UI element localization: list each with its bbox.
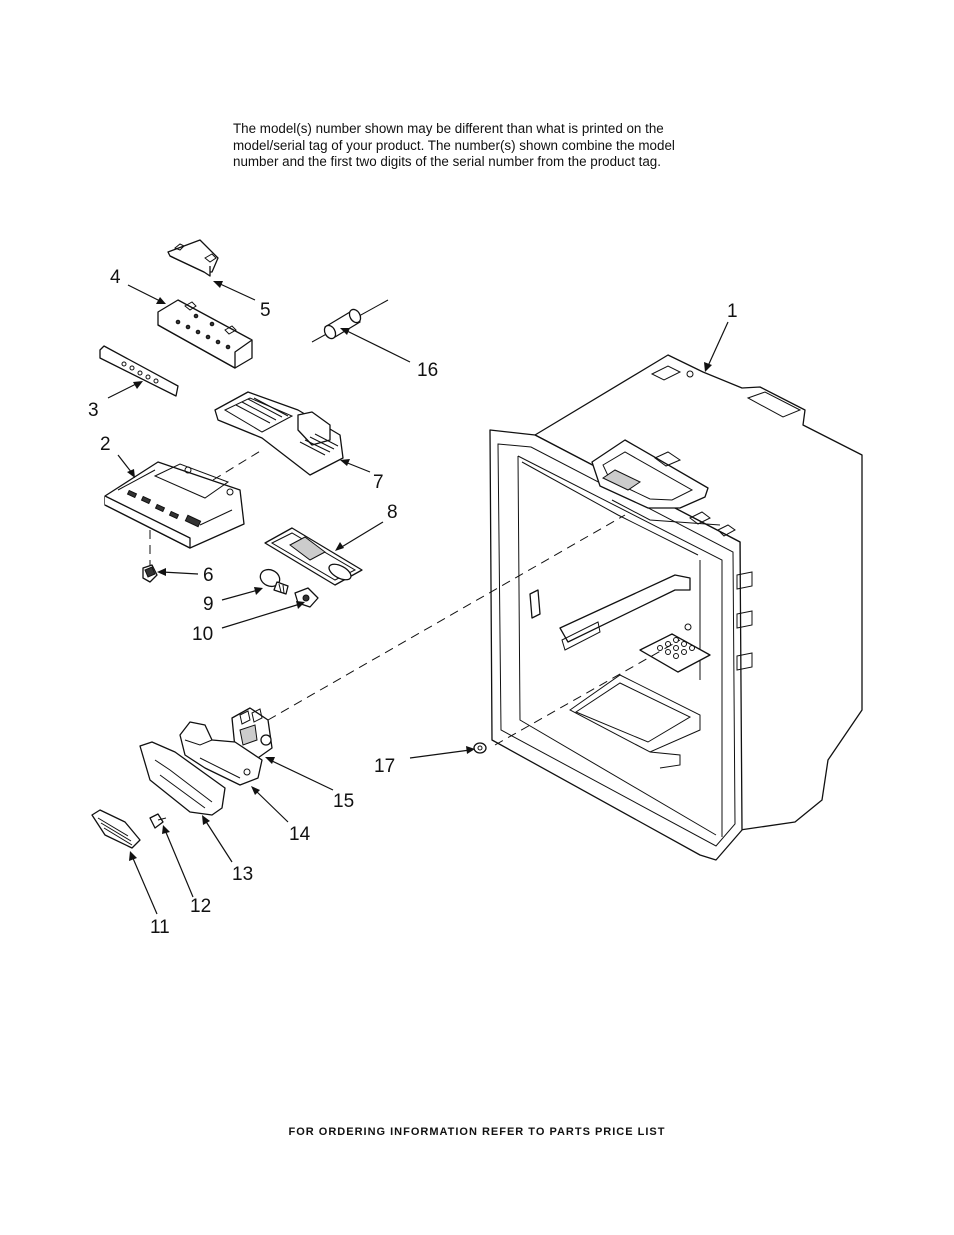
callout-1: 1 xyxy=(727,301,738,322)
part-14-dispenser-housing xyxy=(179,721,263,786)
part-4-control-housing xyxy=(157,299,253,369)
callout-9: 9 xyxy=(203,594,214,615)
notice-line-3: number and the first two digits of the s… xyxy=(233,154,661,169)
leader-lines xyxy=(107,281,729,915)
callout-3: 3 xyxy=(88,400,99,421)
ordering-info-footer: FOR ORDERING INFORMATION REFER TO PARTS … xyxy=(288,1126,666,1138)
part-11-grille xyxy=(91,809,141,849)
callout-15: 15 xyxy=(333,791,354,812)
callout-13: 13 xyxy=(232,864,253,885)
part-5-bracket xyxy=(167,239,219,277)
part-6-switch xyxy=(142,564,158,583)
notice-line-1: The model(s) number shown may be differe… xyxy=(233,121,664,136)
part-8-light-housing xyxy=(264,527,363,586)
callout-7: 7 xyxy=(373,472,384,493)
part-13-dispenser-bezel xyxy=(139,741,226,816)
callout-6: 6 xyxy=(203,565,214,586)
part-9-light-bulb xyxy=(259,568,289,595)
part-1-cabinet-liner xyxy=(489,354,863,861)
callout-8: 8 xyxy=(387,502,398,523)
callout-12: 12 xyxy=(190,896,211,917)
callout-5: 5 xyxy=(260,300,271,321)
callout-11: 11 xyxy=(150,917,170,938)
callout-numbers: 1 2 3 4 5 6 7 8 9 10 11 12 13 14 15 16 1… xyxy=(88,267,738,938)
callout-17: 17 xyxy=(374,756,395,777)
part-16-fuse-capsule xyxy=(311,299,389,343)
alignment-lines xyxy=(149,449,681,746)
callout-10: 10 xyxy=(192,624,213,645)
part-2-control-panel xyxy=(104,461,245,549)
part-12-screw xyxy=(149,813,167,829)
notice-line-2: model/serial tag of your product. The nu… xyxy=(233,137,675,153)
part-7-fan-cover xyxy=(214,391,344,476)
model-number-notice: The model(s) number shown may be differe… xyxy=(233,121,733,171)
callout-16: 16 xyxy=(417,360,438,381)
part-3-label-strip xyxy=(99,345,179,397)
callout-4: 4 xyxy=(110,267,121,288)
part-17-washer xyxy=(473,742,487,754)
callout-14: 14 xyxy=(289,824,311,845)
callout-2: 2 xyxy=(100,434,111,455)
